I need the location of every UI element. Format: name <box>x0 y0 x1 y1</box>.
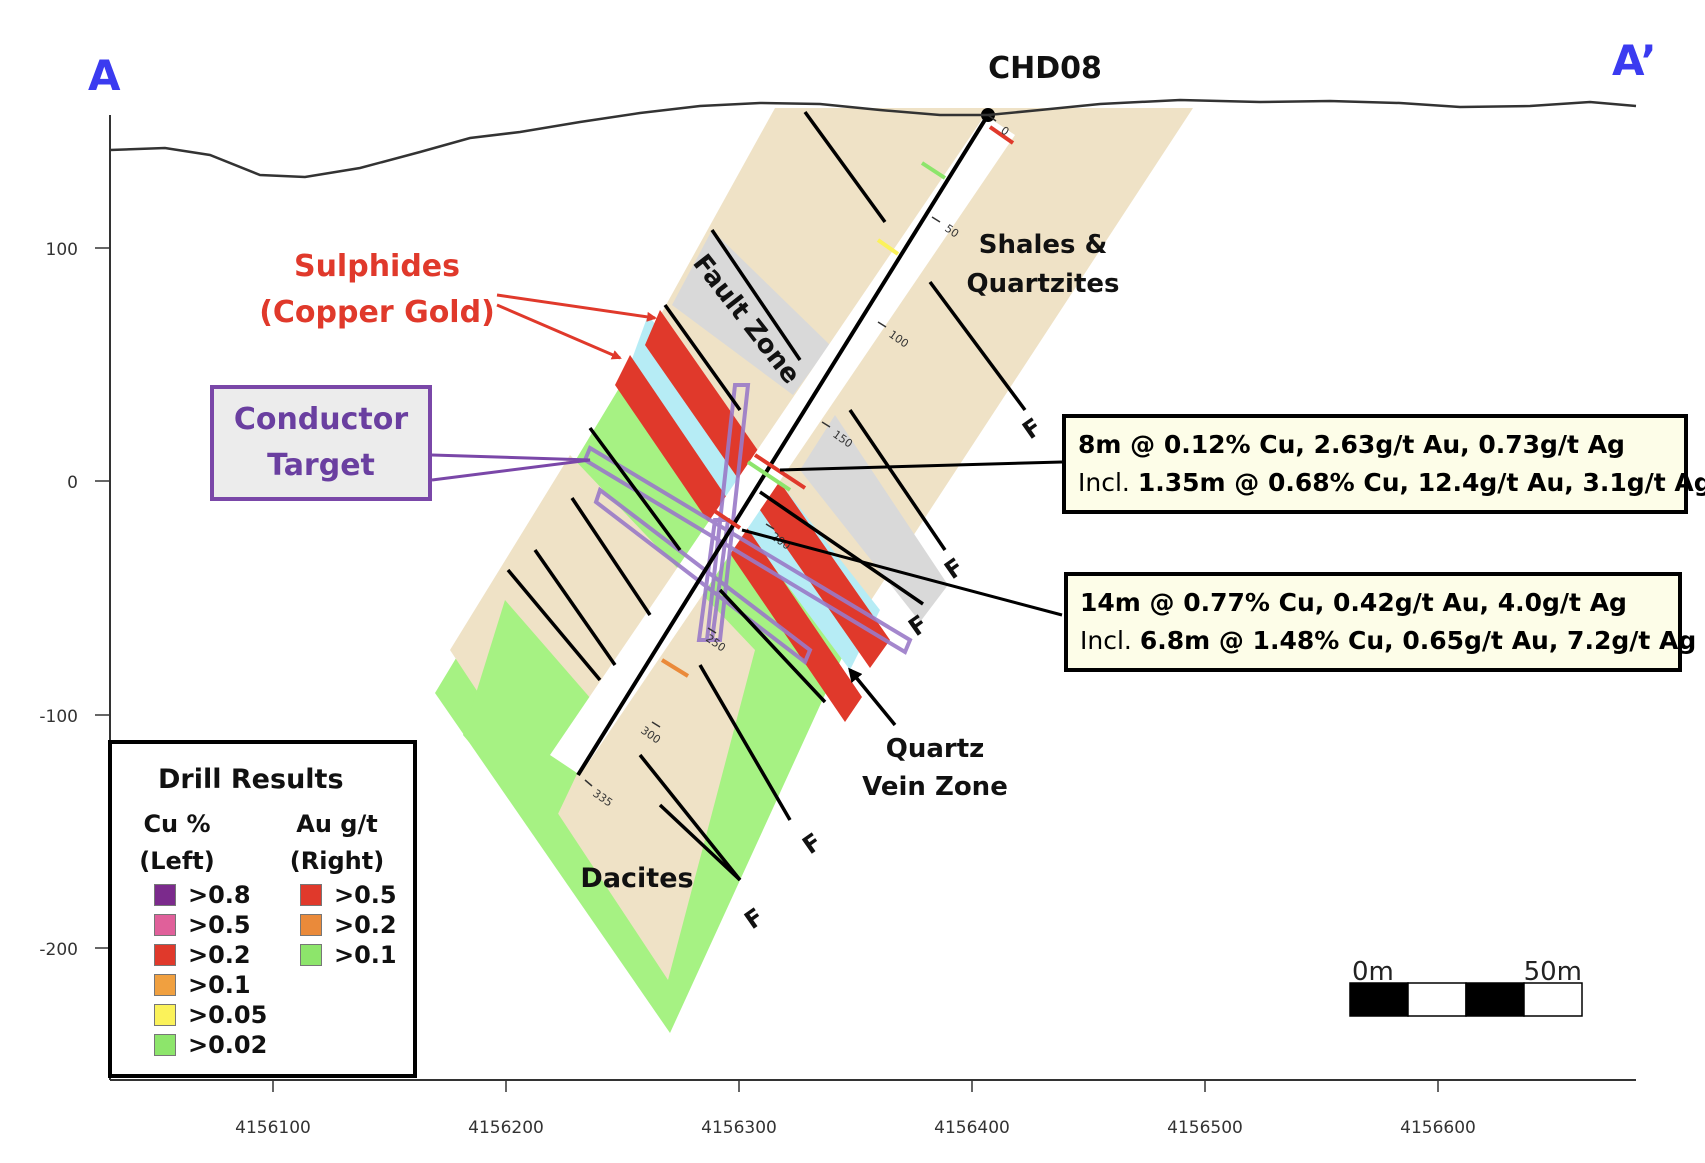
drillhole-trace <box>576 113 990 777</box>
legend-cu-header: Cu % (Left) <box>139 810 215 875</box>
quartz-vein-label-line2: Vein Zone <box>862 772 1008 802</box>
x-tick-label: 4156100 <box>235 1118 311 1138</box>
legend-cu-swatch <box>154 914 176 936</box>
sulphides-arrow-upper <box>496 293 657 322</box>
fault-marker: F <box>739 903 768 935</box>
legend-au-item: >0.5 <box>300 880 397 910</box>
legend-au-header: Au g/t (Right) <box>289 810 385 875</box>
legend-cu-item: >0.5 <box>154 910 251 940</box>
x-tick-label: 4156300 <box>701 1118 777 1138</box>
legend-au-label: >0.1 <box>334 941 397 969</box>
legend-au-label: >0.2 <box>334 911 397 939</box>
intercept-1-line1: 8m @ 0.12% Cu, 2.63g/t Au, 0.73g/t Ag <box>1078 430 1625 459</box>
y-tick-label: 0 <box>67 473 78 493</box>
shales-label-line1: Shales & <box>979 230 1108 260</box>
conductor-label-line1: Conductor <box>233 402 409 437</box>
y-tick-label: -100 <box>39 707 78 727</box>
drill-results-legend: Drill Results Cu % (Left) Au g/t (Right)… <box>108 740 417 1078</box>
topography-profile <box>109 98 1637 179</box>
legend-au-label: >0.5 <box>334 881 397 909</box>
legend-au-swatch <box>300 884 322 906</box>
x-tick-label: 4156200 <box>468 1118 544 1138</box>
legend-cu-swatch <box>154 974 176 996</box>
legend-cu-item: >0.05 <box>154 1000 267 1030</box>
x-tick-label: 4156400 <box>934 1118 1010 1138</box>
legend-au-swatch <box>300 944 322 966</box>
legend-cu-swatch <box>154 944 176 966</box>
fault-marker: F <box>1017 413 1046 445</box>
sulphides-label-line1: Sulphides <box>294 249 460 284</box>
intercept-leader-1 <box>779 460 1063 472</box>
sulphides-arrow-lower <box>496 303 622 360</box>
fault-zone-lower <box>800 415 948 622</box>
y-tick-label: 100 <box>46 240 78 260</box>
legend-title: Drill Results <box>158 764 344 795</box>
intercept-callout-2: 14m @ 0.77% Cu, 0.42g/t Au, 4.0g/t Ag In… <box>1064 572 1697 672</box>
conductor-connector <box>431 453 591 482</box>
y-tick-label: -200 <box>39 940 78 960</box>
legend-cu-swatch <box>154 884 176 906</box>
legend-au-item: >0.1 <box>300 940 397 970</box>
legend-cu-label: >0.05 <box>188 1001 268 1029</box>
drillhole-name: CHD08 <box>988 51 1102 86</box>
legend-au-swatch <box>300 914 322 936</box>
shale-band-middle <box>463 600 605 835</box>
scale-bar <box>1349 982 1583 1017</box>
bedding-lines <box>506 110 1027 882</box>
legend-cu-label: >0.2 <box>188 941 251 969</box>
legend-cu-item: >0.1 <box>154 970 251 1000</box>
legend-cu-label: >0.1 <box>188 971 251 999</box>
legend-cu-label: >0.8 <box>188 881 251 909</box>
dacites-label: Dacites <box>580 863 693 894</box>
x-tick-label: 4156500 <box>1167 1118 1243 1138</box>
conductor-target-label: Conductor Target <box>210 385 432 501</box>
quartz-vein-label-line1: Quartz <box>886 734 985 764</box>
intercept-leader-2 <box>741 528 1063 617</box>
legend-cu-label: >0.02 <box>188 1031 268 1059</box>
section-end-label: A’ <box>1612 36 1657 85</box>
legend-cu-label: >0.5 <box>188 911 251 939</box>
intercept-callout-1: 8m @ 0.12% Cu, 2.63g/t Au, 0.73g/t Ag In… <box>1062 414 1705 514</box>
section-start-label: A <box>88 51 121 100</box>
legend-cu-item: >0.2 <box>154 940 251 970</box>
shales-label-line2: Quartzites <box>967 269 1120 299</box>
scale-bar-start: 0m <box>1352 957 1394 987</box>
legend-cu-swatch <box>154 1004 176 1026</box>
fault-zone-upper <box>672 230 830 395</box>
legend-au-item: >0.2 <box>300 910 397 940</box>
y-axis-ticks <box>95 247 110 949</box>
intercept-2-line2: Incl. 6.8m @ 1.48% Cu, 0.65g/t Au, 7.2g/… <box>1080 626 1697 655</box>
fault-marker: F <box>797 828 826 860</box>
legend-cu-swatch <box>154 1034 176 1056</box>
legend-cu-item: >0.8 <box>154 880 251 910</box>
x-tick-label: 4156600 <box>1400 1118 1476 1138</box>
quartz-vein-arrow <box>848 667 897 727</box>
legend-cu-item: >0.02 <box>154 1030 267 1060</box>
scale-bar-end: 50m <box>1524 957 1582 987</box>
intercept-2-line1: 14m @ 0.77% Cu, 0.42g/t Au, 4.0g/t Ag <box>1080 588 1627 617</box>
assay-intervals <box>660 125 1015 678</box>
conductor-label-line2: Target <box>267 448 375 483</box>
x-axis-ticks <box>272 1080 1439 1092</box>
intercept-1-line2: Incl. 1.35m @ 0.68% Cu, 12.4g/t Au, 3.1g… <box>1078 468 1705 497</box>
sulphides-label-line2: (Copper Gold) <box>259 295 495 330</box>
